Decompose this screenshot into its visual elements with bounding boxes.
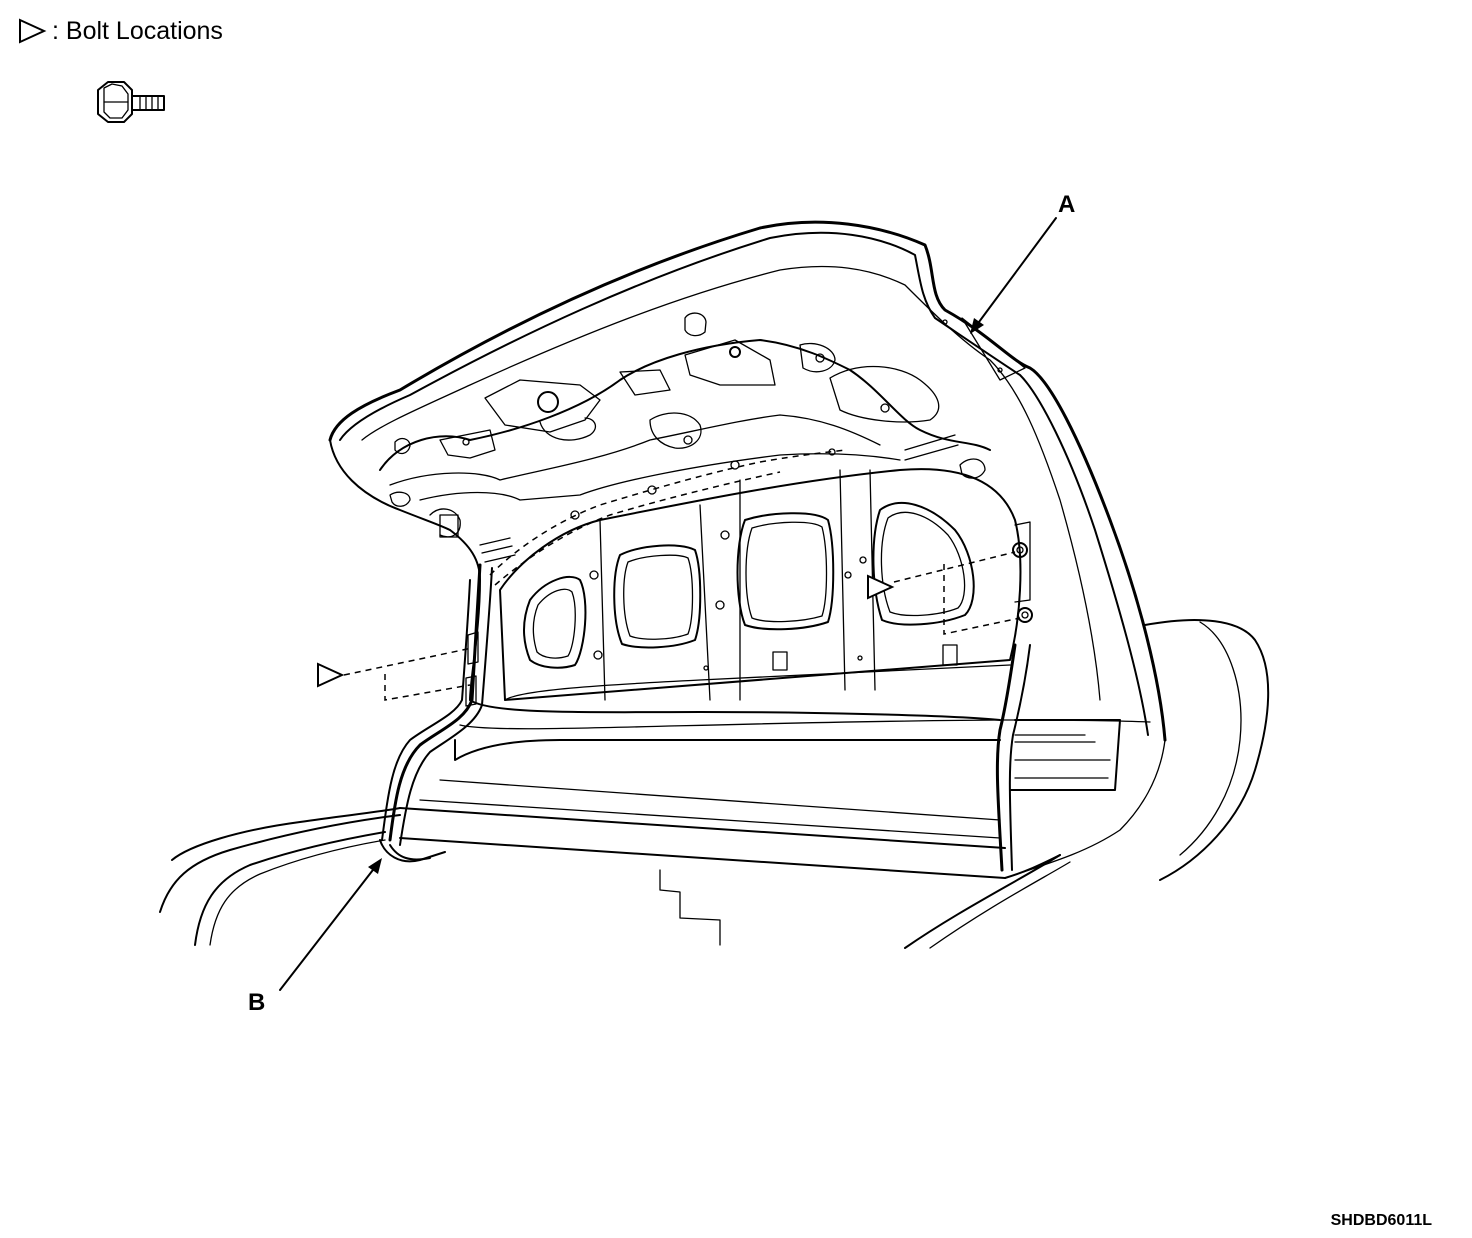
callout-a-label: A [1058, 191, 1075, 218]
upper-panel-detail [379, 312, 1003, 563]
bolt-marker-right [867, 574, 895, 600]
callout-b-label: B [248, 989, 265, 1016]
bolt-upper-right [1012, 542, 1028, 558]
inner-panel [499, 468, 1022, 701]
bolt-lower-right [1017, 607, 1033, 623]
bolt-marker-icon [19, 18, 47, 44]
trunk-lid [328, 220, 1167, 879]
figure-code: SHDBD6011L [1331, 1212, 1433, 1229]
callout-a: A [970, 191, 1075, 334]
legend: : Bolt Locations [19, 17, 223, 45]
callout-b: B [248, 858, 382, 1016]
bolt-locations [317, 521, 1033, 707]
legend-text: : Bolt Locations [52, 17, 223, 45]
wire-harness-route [489, 449, 846, 586]
harness-b [379, 563, 1031, 872]
bolt-marker-left [317, 662, 345, 688]
hex-bolt-icon [97, 81, 165, 123]
